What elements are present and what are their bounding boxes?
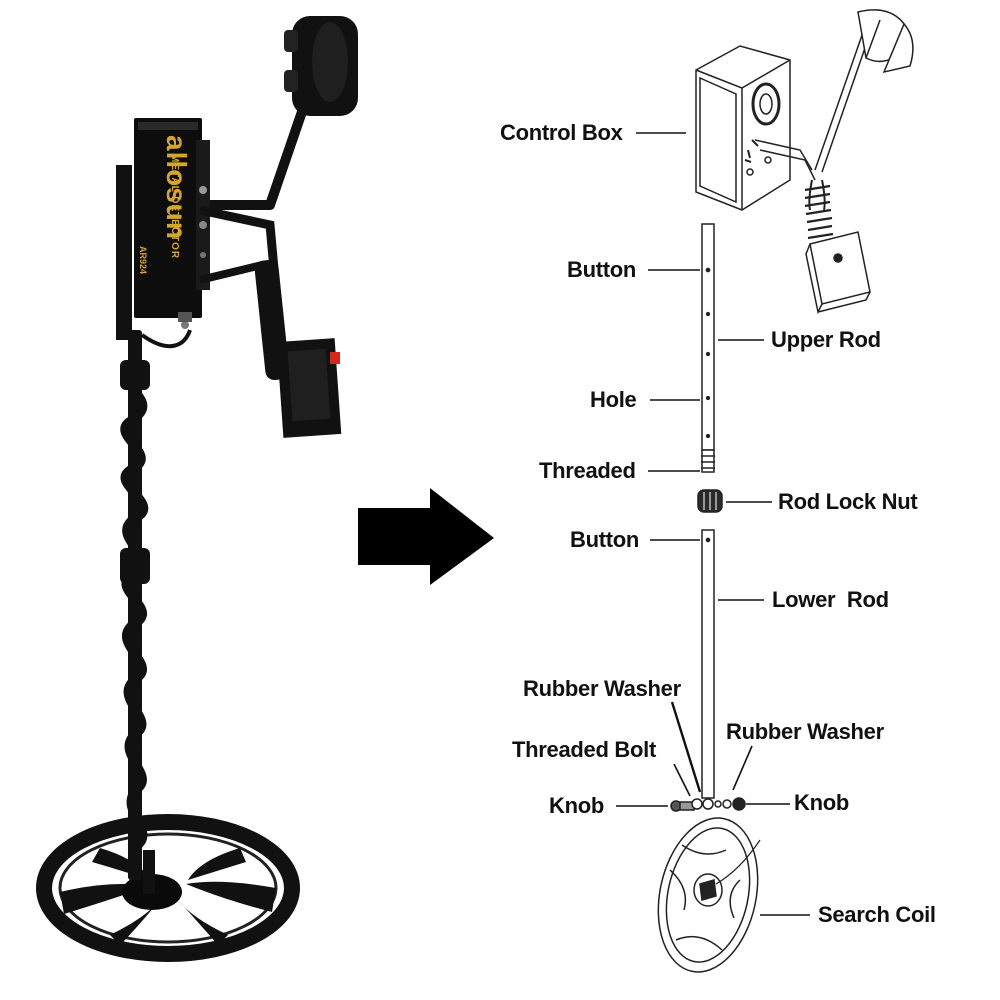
label-control-box: Control Box bbox=[500, 120, 623, 145]
label-lower-rod: Lower Rod bbox=[772, 587, 889, 612]
label-rubber-washer-right: Rubber Washer bbox=[726, 719, 884, 744]
brand-subtitle: METAL DETECTOR bbox=[169, 154, 180, 260]
model-box: AR924 bbox=[136, 246, 148, 286]
label-hole: Hole bbox=[590, 387, 637, 412]
exploded-diagram bbox=[657, 9, 914, 973]
arm-rest-drawing bbox=[744, 9, 914, 181]
label-rubber-washer-left: Rubber Washer bbox=[523, 676, 681, 701]
control-box-drawing bbox=[695, 45, 791, 211]
brand-subtitle-box: METAL DETECTOR bbox=[166, 154, 180, 284]
label-threaded: Threaded bbox=[539, 458, 636, 483]
label-knob-left: Knob bbox=[549, 793, 605, 818]
label-search-coil: Search Coil bbox=[818, 902, 936, 927]
search-coil-drawing bbox=[657, 817, 761, 973]
label-button-upper: Button bbox=[567, 257, 637, 282]
handle-photo bbox=[254, 259, 342, 438]
handle-drawing bbox=[804, 179, 871, 315]
rod-lock-nut-drawing bbox=[697, 489, 723, 513]
model-number: AR924 bbox=[138, 246, 148, 275]
upper-rod-drawing bbox=[701, 223, 715, 473]
rod-photo bbox=[116, 165, 192, 880]
label-knob-right: Knob bbox=[794, 790, 850, 815]
label-upper-rod: Upper Rod bbox=[771, 327, 881, 352]
arm-rest-photo bbox=[199, 16, 358, 284]
arrow-icon bbox=[358, 488, 494, 585]
search-coil-photo bbox=[36, 814, 300, 962]
label-rod-lock-nut: Rod Lock Nut bbox=[778, 489, 918, 514]
label-button-lower: Button bbox=[570, 527, 640, 552]
label-threaded-bolt: Threaded Bolt bbox=[512, 737, 656, 762]
assembled-detector bbox=[36, 16, 358, 962]
leader-lines bbox=[616, 132, 810, 916]
lower-rod-drawing bbox=[701, 529, 715, 799]
hardware-drawing bbox=[670, 797, 746, 812]
